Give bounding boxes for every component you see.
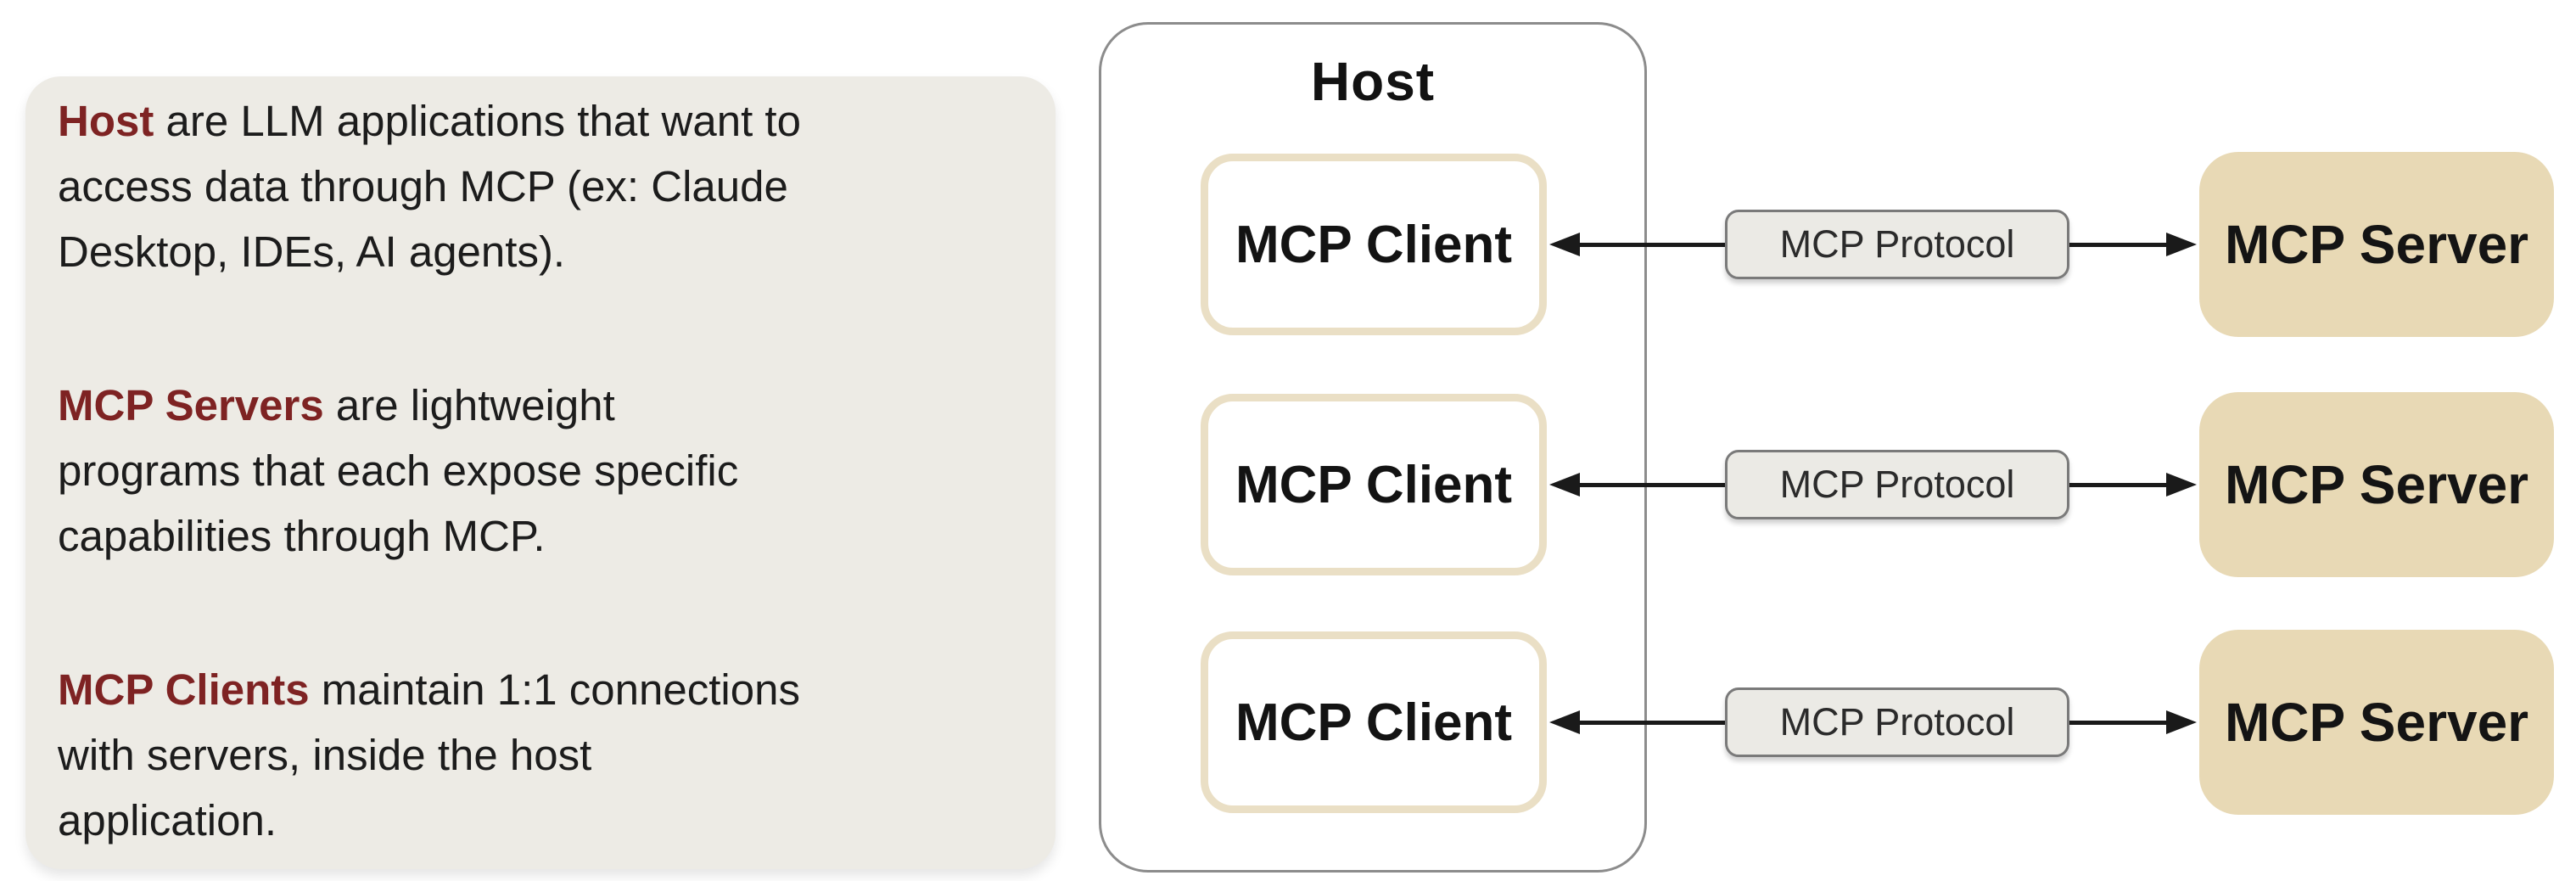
paragraph-clients-text: maintain 1:1 connections with servers, i…	[58, 665, 800, 845]
mcp-server-box-1: MCP Server	[2199, 152, 2554, 337]
arrowhead-right-icon	[2166, 710, 2197, 734]
mcp-client-box-1: MCP Client	[1201, 154, 1547, 335]
paragraph-clients-lead: MCP Clients	[58, 665, 310, 714]
info-panel: Host are LLM applications that want to a…	[25, 76, 1056, 869]
paragraph-host-text: are LLM applications that want to access…	[58, 97, 801, 276]
connector-line	[1576, 483, 1726, 487]
mcp-protocol-label-2: MCP Protocol	[1725, 450, 2069, 519]
mcp-server-box-3: MCP Server	[2199, 630, 2554, 815]
arrowhead-left-icon	[1549, 473, 1580, 497]
connector-line	[1576, 721, 1726, 725]
paragraph-host-lead: Host	[58, 97, 154, 145]
arrowhead-left-icon	[1549, 710, 1580, 734]
mcp-client-box-3: MCP Client	[1201, 631, 1547, 813]
connector-line	[1576, 243, 1726, 247]
arrowhead-right-icon	[2166, 473, 2197, 497]
paragraph-servers-lead: MCP Servers	[58, 381, 324, 429]
mcp-client-box-2: MCP Client	[1201, 394, 1547, 575]
paragraph-servers: MCP Servers are lightweight programs tha…	[58, 373, 1025, 569]
mcp-server-box-2: MCP Server	[2199, 392, 2554, 577]
connector-line	[2069, 243, 2170, 247]
arrowhead-left-icon	[1549, 233, 1580, 256]
paragraph-clients: MCP Clients maintain 1:1 connections wit…	[58, 657, 1025, 853]
mcp-protocol-label-1: MCP Protocol	[1725, 210, 2069, 279]
paragraph-servers-text: are lightweight programs that each expos…	[58, 381, 739, 560]
host-title: Host	[1310, 51, 1436, 112]
connector-line	[2069, 483, 2170, 487]
mcp-protocol-label-3: MCP Protocol	[1725, 687, 2069, 757]
arrowhead-right-icon	[2166, 233, 2197, 256]
paragraph-host: Host are LLM applications that want to a…	[58, 88, 1025, 284]
connector-line	[2069, 721, 2170, 725]
